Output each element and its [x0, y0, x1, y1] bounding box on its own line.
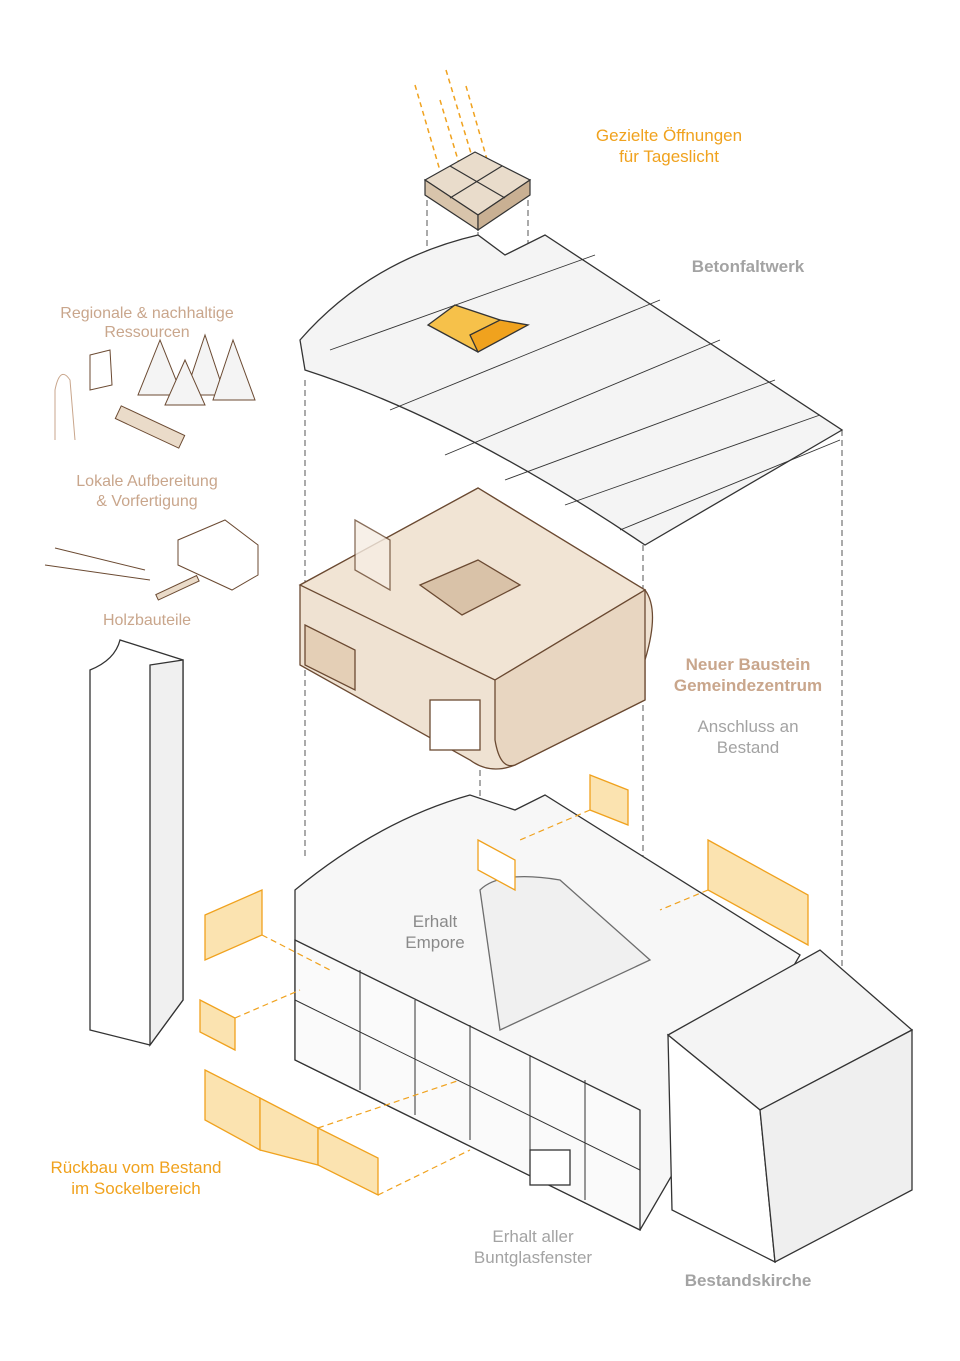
label-resources: Regionale & nachhaltige Ressourcen	[60, 304, 233, 342]
label-new-block: Neuer Baustein Gemeindezentrum	[674, 654, 822, 696]
label-church: Bestandskirche	[684, 1271, 812, 1290]
label-windows-line1: Erhalt aller	[492, 1227, 574, 1246]
skylight-module	[423, 151, 532, 232]
timber-block	[298, 487, 654, 770]
label-skylight: Gezielte Öffnungen für Tageslicht	[596, 125, 742, 167]
label-gallery-line1: Erhalt	[412, 912, 458, 931]
label-roof: Betonfaltwerk	[691, 257, 805, 276]
label-connection-line2: Bestand	[716, 738, 780, 757]
label-connection: Anschluss an Bestand	[697, 716, 798, 758]
tower	[89, 639, 184, 1047]
label-demolition-line2: im Sockelbereich	[71, 1179, 201, 1198]
label-windows: Erhalt aller Buntglasfenster	[474, 1226, 592, 1268]
label-new-block-line2: Gemeindezentrum	[673, 676, 823, 695]
label-processing-line2: & Vorfertigung	[96, 493, 198, 510]
label-windows-line2: Buntglasfenster	[473, 1248, 593, 1267]
church-volume	[666, 949, 914, 1264]
label-skylight-line2: für Tageslicht	[619, 147, 719, 166]
demolished-elements	[199, 774, 809, 1197]
label-connection-line1: Anschluss an	[697, 717, 799, 736]
label-demolition-line1: Rückbau vom Bestand	[50, 1158, 222, 1177]
label-demolition: Rückbau vom Bestand im Sockelbereich	[50, 1157, 221, 1199]
label-new-block-line1: Neuer Baustein	[685, 655, 811, 674]
label-timber: Holzbauteile	[102, 612, 192, 629]
label-gallery-line2: Empore	[405, 933, 465, 952]
resources-icons	[44, 333, 259, 601]
label-gallery: Erhalt Empore	[405, 911, 465, 953]
label-processing-line1: Lokale Aufbereitung	[76, 473, 218, 490]
concrete-folded-roof	[299, 234, 844, 546]
label-resources-line2: Ressourcen	[104, 324, 190, 341]
label-skylight-line1: Gezielte Öffnungen	[595, 126, 743, 145]
label-processing: Lokale Aufbereitung & Vorfertigung	[76, 472, 217, 512]
label-resources-line1: Regionale & nachhaltige	[60, 305, 234, 322]
